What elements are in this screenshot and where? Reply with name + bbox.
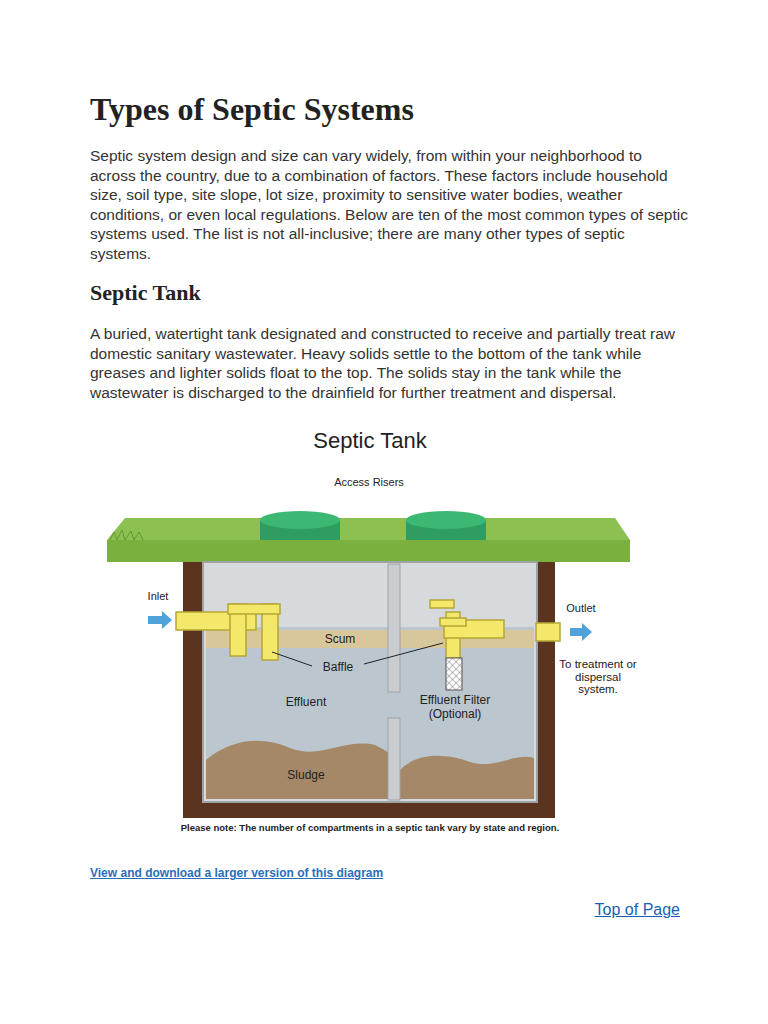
part-label: Sludge	[274, 768, 338, 782]
illustration-part	[570, 623, 592, 641]
access-risers	[260, 511, 486, 540]
illustration-part	[430, 600, 454, 608]
illustration-part	[206, 627, 534, 799]
ground	[107, 518, 630, 818]
part-label: Access Risers	[314, 476, 424, 489]
top-link: Top of Page	[580, 900, 680, 919]
destination-label: To treatment or dispersal system.	[556, 658, 640, 696]
page-title: Types of Septic Systems	[90, 90, 730, 128]
illustration-part	[536, 623, 560, 641]
part-label: Effluent Filter (Optional)	[414, 694, 496, 721]
pipes-and-baffles	[176, 600, 560, 660]
illustration-part	[148, 611, 172, 629]
intro-paragraph: Septic system design and size can vary w…	[90, 146, 688, 263]
illustration-part	[388, 564, 400, 692]
part-label: Effluent	[266, 695, 346, 709]
illustration-part	[272, 652, 312, 666]
illustration-part	[203, 562, 537, 802]
leader-lines	[272, 643, 443, 666]
illustration-part	[206, 741, 388, 799]
illustration-part	[110, 530, 143, 540]
diagram-note: Please note: The number of compartments …	[130, 822, 610, 833]
part-label: Outlet	[556, 602, 606, 615]
illustration-part	[107, 540, 630, 562]
part-label: Inlet	[134, 590, 182, 603]
tank	[203, 562, 537, 802]
illustration-part	[406, 511, 486, 529]
illustration-part	[260, 511, 340, 529]
illustration-part	[440, 618, 466, 626]
flow-arrows	[148, 611, 592, 641]
illustration-part	[183, 540, 555, 818]
part-label: Scum	[318, 632, 362, 646]
illustration-part	[107, 518, 630, 562]
diagram-title: Septic Tank	[200, 428, 540, 454]
effluent-filter	[446, 658, 462, 690]
illustration-part	[228, 604, 280, 614]
section-heading: Septic Tank	[90, 280, 490, 306]
part-label: Baffle	[308, 660, 368, 674]
illustration-part	[388, 718, 400, 800]
download-link: View and download a larger version of th…	[90, 866, 490, 880]
illustration-part	[400, 756, 534, 799]
illustration-part	[364, 643, 443, 664]
body-paragraph: A buried, watertight tank designated and…	[90, 324, 688, 402]
